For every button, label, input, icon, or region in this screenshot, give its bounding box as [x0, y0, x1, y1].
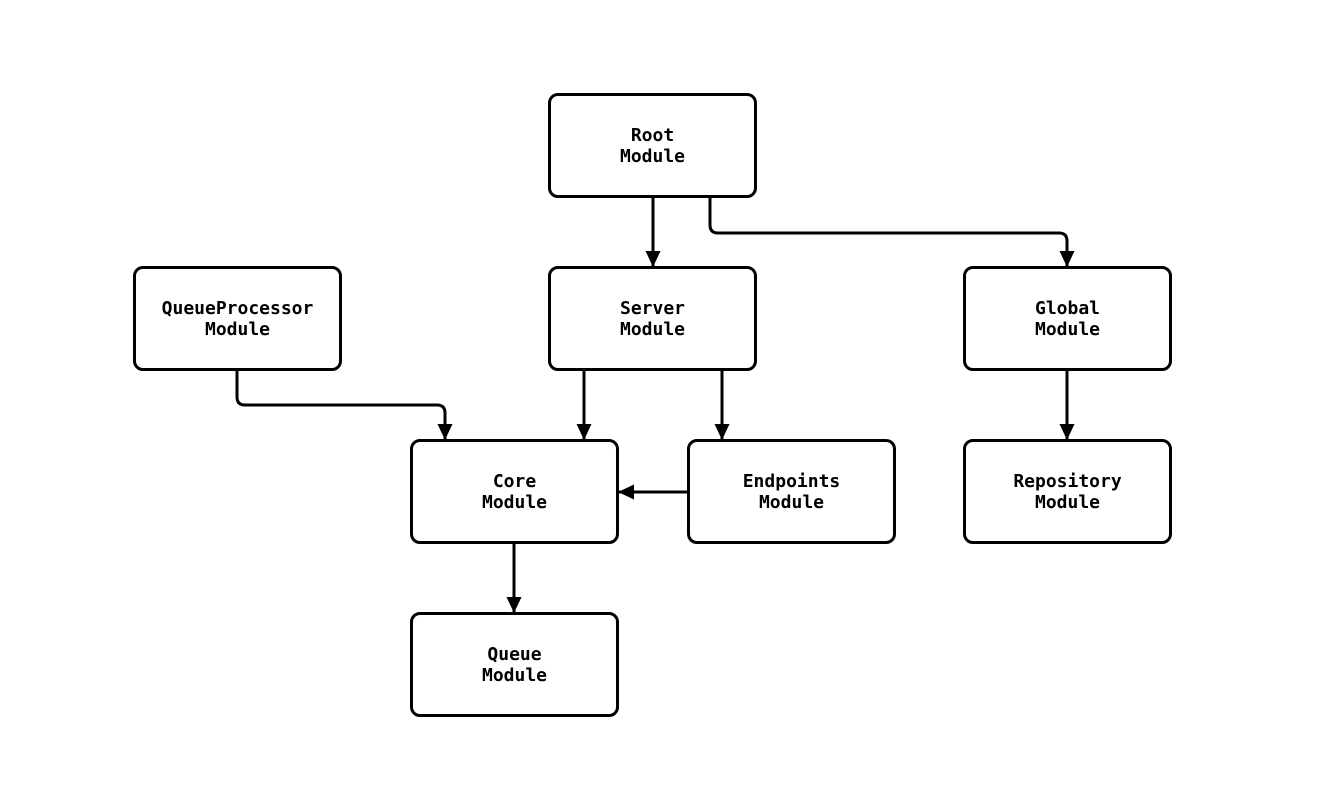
node-global-module-label: Global Module [1034, 297, 1101, 340]
node-queueprocessor-module: QueueProcessor Module [133, 266, 342, 371]
node-root-module: Root Module [548, 93, 757, 198]
edge-queueprocessor-to-core [235, 371, 453, 440]
node-core-module: Core Module [410, 439, 619, 544]
node-queue-module-label: Queue Module [481, 643, 548, 686]
node-server-module-label: Server Module [619, 297, 686, 340]
node-repository-module: Repository Module [963, 439, 1172, 544]
edge-root-to-global [708, 198, 1075, 267]
node-endpoints-module-label: Endpoints Module [742, 470, 841, 513]
node-queueprocessor-module-label: QueueProcessor Module [161, 297, 314, 340]
node-root-module-label: Root Module [619, 124, 686, 167]
node-queue-module: Queue Module [410, 612, 619, 717]
node-core-module-label: Core Module [481, 470, 548, 513]
node-global-module: Global Module [963, 266, 1172, 371]
node-server-module: Server Module [548, 266, 757, 371]
node-repository-module-label: Repository Module [1013, 470, 1122, 513]
node-endpoints-module: Endpoints Module [687, 439, 896, 544]
